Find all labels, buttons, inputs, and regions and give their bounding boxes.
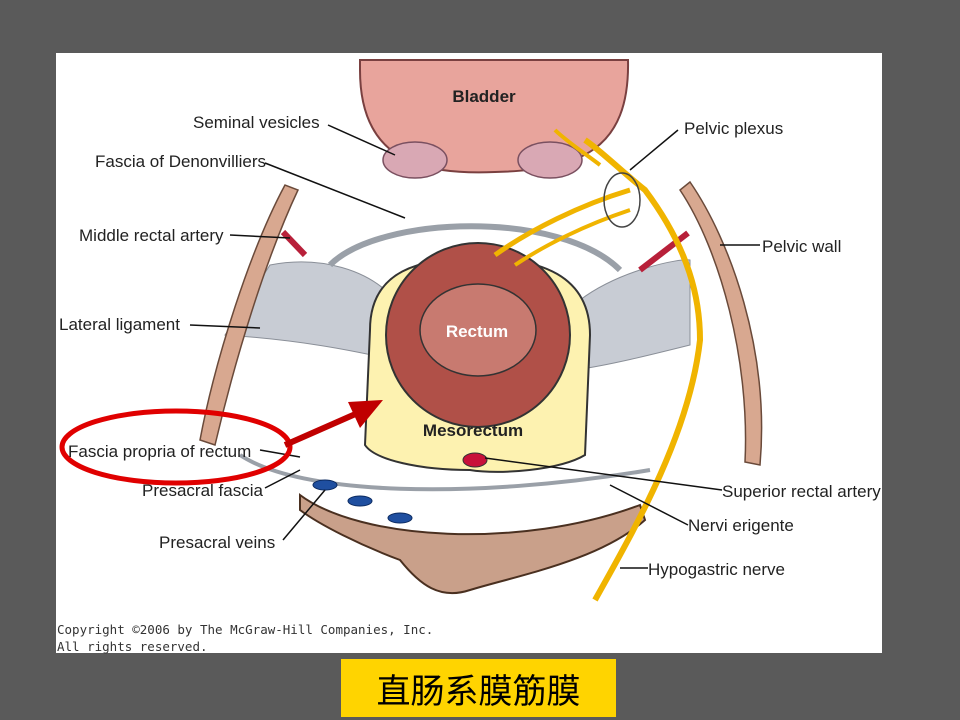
label-lateral-ligament: Lateral ligament: [59, 315, 180, 334]
anatomy-figure: Bladder Seminal vesicles Fascia of Denon…: [56, 53, 882, 653]
label-bladder: Bladder: [452, 87, 516, 106]
label-rectum: Rectum: [446, 322, 508, 341]
lateral-ligament-right: [574, 259, 691, 371]
label-seminal-vesicles: Seminal vesicles: [193, 113, 320, 132]
highlight-arrowhead: [348, 400, 383, 428]
presacral-vein-2: [347, 495, 373, 507]
label-mesorectum: Mesorectum: [423, 421, 523, 440]
copyright-line-1: Copyright ©2006 by The McGraw-Hill Compa…: [57, 622, 434, 637]
sacrum: [299, 493, 647, 595]
pelvic-plexus-branch-3: [553, 128, 602, 167]
middle-rectal-artery-right: [638, 230, 690, 273]
highlight-arrow: [283, 409, 362, 448]
pelvic-wall-left: [199, 184, 300, 446]
label-presacral-fascia: Presacral fascia: [142, 481, 263, 500]
seminal-vesicle-left: [382, 141, 448, 179]
fascia-of-denonvilliers: [327, 223, 623, 273]
rectum-cross-section-diagram: Bladder Seminal vesicles Fascia of Denon…: [59, 59, 881, 602]
label-pelvic-wall: Pelvic wall: [762, 237, 841, 256]
label-middle-rectal-artery: Middle rectal artery: [79, 226, 224, 245]
rectum-lumen: [419, 283, 537, 377]
superior-rectal-artery: [462, 452, 488, 468]
presacral-vein-3: [387, 512, 413, 524]
label-hypogastric-nerve: Hypogastric nerve: [648, 560, 785, 579]
label-pelvic-plexus: Pelvic plexus: [684, 119, 783, 138]
slide-caption: 直肠系膜筋膜: [341, 659, 616, 717]
highlight-ellipse: [59, 408, 293, 486]
copyright-line-2: All rights reserved.: [57, 639, 208, 654]
label-fascia-of-denonvilliers: Fascia of Denonvilliers: [95, 152, 266, 171]
label-fascia-propria: Fascia propria of rectum: [68, 442, 251, 461]
seminal-vesicle-right: [517, 141, 583, 179]
pelvic-wall-right: [678, 180, 763, 466]
label-superior-rectal-artery: Superior rectal artery: [722, 482, 881, 501]
presacral-vein-1: [312, 479, 338, 491]
leader-lines: [189, 124, 760, 569]
middle-rectal-artery-left: [280, 229, 308, 258]
copyright-notice: Copyright ©2006 by The McGraw-Hill Compa…: [57, 621, 433, 655]
pelvic-plexus-branch-1: [493, 187, 631, 258]
pelvic-plexus-branch-2: [513, 208, 631, 267]
pelvic-plexus-marker: [603, 172, 641, 228]
label-presacral-veins: Presacral veins: [159, 533, 275, 552]
label-nervi-erigente: Nervi erigente: [688, 516, 794, 535]
